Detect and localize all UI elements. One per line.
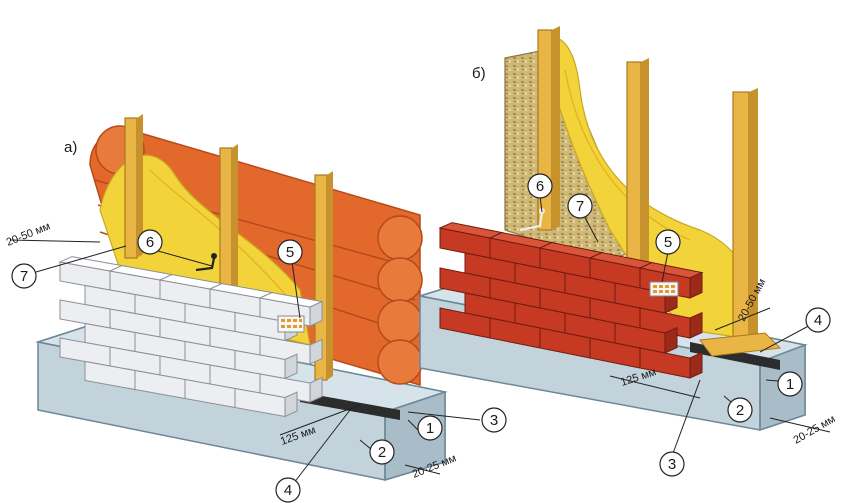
svg-text:5: 5	[664, 234, 672, 251]
brick-side	[309, 300, 323, 327]
silicate-brick-wall	[58, 256, 324, 418]
callouts-a: 7 6 5 3 1 2 4	[11, 229, 507, 503]
callout-1-a: 1	[417, 415, 443, 441]
callout-6-a: 6	[137, 229, 163, 255]
svg-text:6: 6	[536, 178, 544, 195]
panel-b	[419, 26, 808, 432]
svg-text:3: 3	[668, 456, 676, 473]
svg-text:2: 2	[736, 402, 744, 419]
dimension-b-ledge: 20-25 мм	[792, 413, 838, 447]
brick-side	[309, 338, 323, 365]
callout-4-b: 4	[805, 307, 831, 333]
callouts-b: 6 7 5 4 1 2 3	[527, 173, 831, 477]
brick-side	[689, 351, 703, 379]
vent-brick-b	[649, 281, 679, 297]
vent-brick-a	[277, 315, 305, 333]
panel-label-a: а)	[64, 139, 77, 156]
callout-6-b: 6	[527, 173, 553, 199]
brick-side	[284, 353, 298, 380]
svg-text:5: 5	[286, 244, 294, 261]
callout-2-b: 2	[727, 397, 753, 423]
callout-7-a: 7	[11, 263, 37, 289]
brick-side	[664, 326, 678, 354]
brick-side	[689, 271, 703, 299]
callout-4-a: 4	[275, 477, 301, 503]
svg-text:1: 1	[786, 376, 794, 393]
svg-text:7: 7	[576, 198, 584, 215]
callout-5-a: 5	[277, 239, 303, 265]
brick-side	[689, 311, 703, 339]
panel-a	[35, 114, 448, 482]
svg-text:6: 6	[146, 234, 154, 251]
brick-side	[309, 376, 323, 403]
wall-tie-a	[195, 253, 217, 272]
callout-3-a: 3	[481, 407, 507, 433]
svg-text:4: 4	[814, 312, 822, 329]
red-brick-wall	[438, 222, 704, 379]
svg-text:1: 1	[426, 420, 434, 437]
svg-text:2: 2	[378, 444, 386, 461]
svg-text:7: 7	[20, 268, 28, 285]
studs-a	[124, 114, 333, 381]
studs-b	[537, 26, 782, 357]
callout-1-b: 1	[777, 371, 803, 397]
panel-label-b: б)	[472, 65, 486, 82]
svg-text:4: 4	[284, 482, 292, 499]
callout-5-b: 5	[655, 229, 681, 255]
dimension-a-gap: 20-50 мм	[5, 220, 52, 248]
svg-text:3: 3	[490, 412, 498, 429]
callout-7-b: 7	[567, 193, 593, 219]
callout-2-a: 2	[369, 439, 395, 465]
brick-side	[284, 391, 298, 418]
callout-3-b: 3	[659, 451, 685, 477]
